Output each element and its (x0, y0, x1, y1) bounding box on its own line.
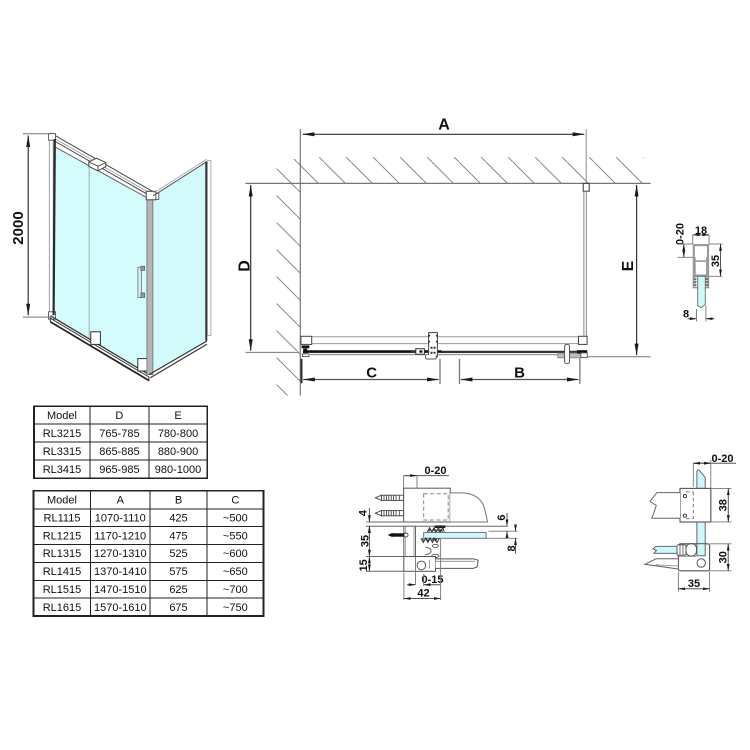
svg-text:B: B (514, 364, 525, 381)
svg-text:~700: ~700 (223, 584, 248, 596)
svg-text:Model: Model (47, 410, 77, 422)
svg-text:~550: ~550 (223, 530, 248, 542)
svg-text:1470-1510: 1470-1510 (94, 584, 147, 596)
svg-text:575: 575 (169, 566, 187, 578)
svg-text:0-20: 0-20 (711, 453, 733, 465)
svg-text:~500: ~500 (223, 513, 248, 525)
svg-text:2000: 2000 (10, 211, 27, 244)
svg-text:1370-1410: 1370-1410 (94, 566, 147, 578)
svg-text:475: 475 (169, 530, 187, 542)
svg-text:RL1415: RL1415 (43, 566, 82, 578)
svg-text:RL1115: RL1115 (44, 513, 81, 525)
svg-text:~650: ~650 (223, 566, 248, 578)
svg-text:C: C (366, 364, 377, 381)
svg-text:0-20: 0-20 (424, 465, 446, 477)
svg-text:42: 42 (417, 587, 429, 599)
svg-text:B: B (175, 495, 182, 507)
svg-text:38: 38 (718, 499, 730, 511)
svg-text:765-785: 765-785 (99, 428, 139, 440)
svg-text:35: 35 (710, 255, 722, 267)
svg-text:RL3215: RL3215 (43, 428, 82, 440)
svg-text:625: 625 (169, 584, 187, 596)
svg-text:880-900: 880-900 (158, 446, 198, 458)
svg-text:15: 15 (358, 559, 370, 571)
svg-text:35: 35 (688, 578, 700, 590)
svg-text:965-985: 965-985 (99, 464, 139, 476)
svg-text:RL3315: RL3315 (43, 446, 82, 458)
svg-text:A: A (117, 495, 125, 507)
svg-text:1170-1210: 1170-1210 (94, 530, 146, 542)
svg-text:980-1000: 980-1000 (155, 464, 202, 476)
svg-text:RL1515: RL1515 (43, 584, 82, 596)
svg-text:RL1215: RL1215 (43, 530, 82, 542)
svg-text:RL3415: RL3415 (43, 464, 82, 476)
svg-text:525: 525 (169, 548, 187, 560)
svg-text:C: C (231, 495, 239, 507)
svg-text:675: 675 (169, 602, 187, 614)
svg-text:1270-1310: 1270-1310 (94, 548, 147, 560)
svg-text:6: 6 (496, 514, 508, 520)
svg-text:780-800: 780-800 (158, 428, 198, 440)
svg-text:865-885: 865-885 (99, 446, 139, 458)
svg-text:~750: ~750 (223, 602, 248, 614)
svg-text:A: A (438, 116, 450, 133)
svg-text:30: 30 (718, 551, 730, 563)
svg-text:0-15: 0-15 (421, 574, 443, 586)
svg-text:4: 4 (357, 509, 369, 516)
svg-text:8: 8 (506, 545, 518, 551)
svg-text:~600: ~600 (223, 548, 248, 560)
svg-text:RL1315: RL1315 (43, 548, 82, 560)
svg-text:0-20: 0-20 (675, 223, 687, 245)
svg-text:D: D (237, 260, 254, 272)
svg-text:RL1615: RL1615 (43, 602, 82, 614)
svg-text:425: 425 (169, 513, 187, 525)
svg-text:Model: Model (47, 495, 77, 507)
svg-text:1570-1610: 1570-1610 (94, 602, 147, 614)
svg-text:8: 8 (683, 309, 689, 321)
svg-text:E: E (620, 260, 637, 271)
svg-text:E: E (174, 410, 181, 422)
svg-text:D: D (115, 410, 123, 422)
svg-text:1070-1110: 1070-1110 (95, 513, 146, 525)
